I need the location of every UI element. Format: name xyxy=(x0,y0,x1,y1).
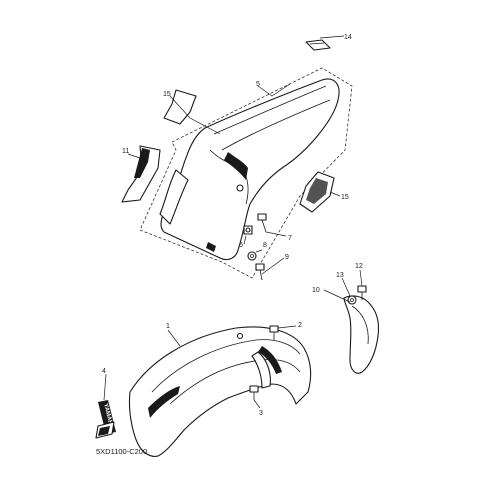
front-fender-group: YAMAHA xyxy=(95,325,312,457)
leader-9 xyxy=(261,257,285,275)
leader-4 xyxy=(103,373,107,401)
part-diagram-code: 5XD1100-C200 xyxy=(96,447,147,456)
leader-2 xyxy=(277,325,297,329)
rear-fender-ridge-2 xyxy=(221,99,331,151)
leader-1 xyxy=(167,329,181,347)
leader-12 xyxy=(359,269,363,287)
leader-10 xyxy=(323,289,351,303)
rear-fender-hole xyxy=(236,184,244,192)
decal-14-line xyxy=(309,42,325,45)
rear-fender-group xyxy=(121,35,353,281)
rear-fender-side-panel xyxy=(159,169,189,225)
bolt-3 xyxy=(249,385,259,400)
leader-14 xyxy=(319,35,345,39)
washer-8 xyxy=(247,251,257,261)
rear-fender-slot xyxy=(206,242,216,252)
mud-flap-group xyxy=(323,269,380,374)
front-fender-side-shade xyxy=(258,346,282,374)
reflector-15-face xyxy=(306,178,328,204)
callout-15-right: 15 xyxy=(341,194,349,201)
washer-13 xyxy=(347,295,357,305)
mud-flap xyxy=(343,295,380,374)
callout-labels: 1 2 3 4 5 6 7 8 9 10 11 12 13 14 15 15 xyxy=(102,34,363,417)
callout-15-left: 15 xyxy=(163,91,171,98)
callout-9: 9 xyxy=(285,254,289,261)
mud-flap-edge xyxy=(351,305,369,345)
callout-4: 4 xyxy=(102,368,106,375)
leader-15-left xyxy=(169,95,221,135)
assembly-dashed-outline xyxy=(139,67,353,279)
front-fender xyxy=(128,326,312,457)
small-emblem-decal xyxy=(95,421,115,439)
leader-11 xyxy=(127,153,147,161)
callout-6: 6 xyxy=(239,242,243,249)
callout-12: 12 xyxy=(355,263,363,270)
bolt-9 xyxy=(255,263,265,281)
rear-fender-shadow xyxy=(224,152,248,180)
callout-8: 8 xyxy=(263,242,267,249)
front-fender-mount xyxy=(251,351,271,389)
callout-10: 10 xyxy=(312,287,320,294)
rear-fender-ridge xyxy=(213,85,327,135)
leader-15-right xyxy=(329,191,341,197)
leader-6 xyxy=(243,235,247,245)
front-fender-lower-shade xyxy=(148,386,180,418)
callout-5: 5 xyxy=(256,81,260,88)
leader-8 xyxy=(255,249,263,253)
callout-7: 7 xyxy=(288,235,292,242)
callout-13: 13 xyxy=(336,272,344,279)
nut-6 xyxy=(243,225,253,235)
callout-2: 2 xyxy=(298,322,302,329)
leader-5 xyxy=(257,83,291,97)
callout-11: 11 xyxy=(122,148,129,155)
callout-3: 3 xyxy=(259,410,263,417)
leader-3 xyxy=(253,399,261,409)
callout-1: 1 xyxy=(166,323,170,330)
side-decal-11-stripe xyxy=(134,148,150,178)
bolt-2 xyxy=(269,325,279,340)
bolt-7 xyxy=(257,213,267,233)
front-fender-hole xyxy=(236,332,244,340)
callout-14: 14 xyxy=(344,34,352,41)
front-fender-ridge xyxy=(151,339,301,393)
leader-13 xyxy=(341,277,351,297)
decal-14 xyxy=(305,39,331,51)
leader-7 xyxy=(265,231,287,237)
